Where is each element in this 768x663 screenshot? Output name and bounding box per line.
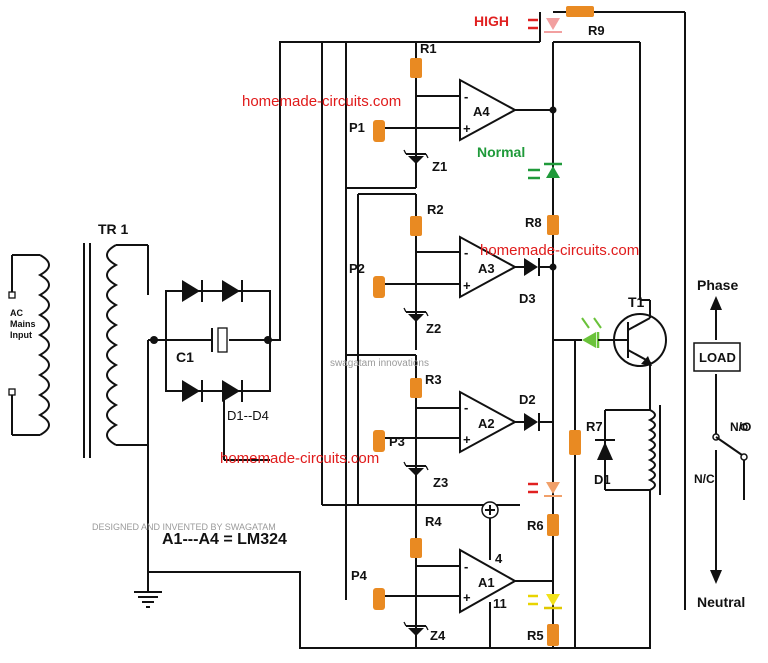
watermark-middle: homemade-circuits.com (480, 242, 639, 259)
resistor-r2 (410, 216, 422, 236)
label-d3: D3 (519, 291, 536, 306)
resistor-r8 (547, 215, 559, 235)
label-r6: R6 (527, 518, 544, 533)
transistor-t1 (606, 299, 667, 410)
label-nc: N/C (694, 472, 715, 486)
label-z4: Z4 (430, 628, 446, 643)
label-no: N/O (730, 420, 751, 434)
resistor-r6 (547, 514, 559, 536)
resistor-r1 (410, 58, 422, 78)
label-r3: R3 (425, 372, 442, 387)
label-normal: Normal (477, 144, 525, 160)
label-p2: P2 (349, 261, 365, 276)
label-r9: R9 (588, 23, 605, 38)
label-z2: Z2 (426, 321, 441, 336)
label-p3: P3 (389, 434, 405, 449)
a1-plus: + (463, 590, 471, 605)
label-z1: Z1 (432, 159, 447, 174)
label-a2: A2 (478, 416, 495, 431)
led-t1 (582, 332, 596, 348)
resistor-r5 (547, 624, 559, 646)
label-d1-d4: D1--D4 (227, 408, 269, 423)
label-pin-4: 4 (495, 551, 503, 566)
a1-minus: - (464, 559, 468, 574)
led-high (546, 18, 560, 30)
label-r4: R4 (425, 514, 442, 529)
resistor-r9 (566, 6, 594, 17)
label-r7: R7 (586, 419, 603, 434)
watermark-top: homemade-circuits.com (242, 93, 401, 110)
label-z3: Z3 (433, 475, 448, 490)
label-d2: D2 (519, 392, 536, 407)
resistor-r7 (569, 430, 581, 455)
label-load: LOAD (699, 350, 736, 365)
transformer-tr1 (8, 243, 149, 458)
label-r8: R8 (525, 215, 542, 230)
resistor-r3 (410, 378, 422, 398)
a4-minus: - (464, 89, 468, 104)
label-input: Input (10, 330, 32, 340)
led-normal (546, 166, 560, 178)
label-high: HIGH (474, 13, 509, 29)
label-a3: A3 (478, 261, 495, 276)
a3-plus: + (463, 278, 471, 293)
label-a4: A4 (473, 104, 490, 119)
label-c1: C1 (176, 349, 194, 365)
resistor-r4 (410, 538, 422, 558)
label-mains: Mains (10, 319, 36, 329)
label-phase: Phase (697, 277, 738, 293)
label-d1: D1 (594, 472, 611, 487)
label-swagatam-watermark: swagatam innovations (330, 358, 429, 369)
a4-plus: + (463, 121, 471, 136)
label-ac: AC (10, 308, 23, 318)
label-t1: T1 (628, 294, 645, 310)
bridge-rectifier (147, 280, 272, 460)
label-p1: P1 (349, 120, 365, 135)
relay-coil (595, 405, 661, 500)
a2-minus: - (464, 400, 468, 415)
watermark-bottom: homemade-circuits.com (220, 450, 379, 467)
a2-plus: + (463, 432, 471, 447)
pot-p4 (373, 588, 385, 610)
label-r2: R2 (427, 202, 444, 217)
label-p4: P4 (351, 568, 368, 583)
pot-p1 (373, 120, 385, 142)
a3-minus: - (464, 245, 468, 260)
label-a1: A1 (478, 575, 495, 590)
load-switch (693, 296, 748, 584)
label-r1: R1 (420, 41, 437, 56)
led-mid (546, 482, 560, 494)
label-pin-11: 11 (493, 596, 507, 611)
label-ic-note: A1---A4 = LM324 (162, 531, 287, 548)
label-designed-by: DESIGNED AND INVENTED BY SWAGATAM (92, 522, 276, 532)
led-low (546, 594, 560, 606)
pot-p3 (373, 430, 385, 452)
load-box (693, 342, 741, 372)
label-neutral: Neutral (697, 594, 745, 610)
label-tr1: TR 1 (98, 221, 129, 237)
label-r5: R5 (527, 628, 544, 643)
pot-p2 (373, 276, 385, 298)
